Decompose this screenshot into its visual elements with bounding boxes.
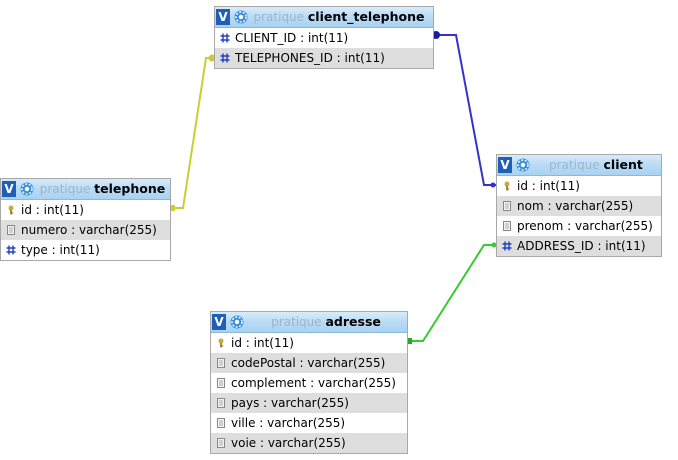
column-row[interactable]: nom : varchar(255): [497, 196, 661, 216]
column-row[interactable]: type : int(11): [1, 240, 170, 260]
text-field-icon: [503, 201, 511, 211]
table-name: adresse: [325, 314, 381, 329]
relation-telephone-start-marker: [208, 54, 216, 62]
relation-telephone-end-marker: [169, 205, 175, 211]
column-row[interactable]: codePostal : varchar(255): [211, 353, 407, 373]
hash-icon: [220, 33, 230, 43]
column-label: voie : varchar(255): [231, 436, 346, 450]
gear-icon[interactable]: [233, 9, 249, 25]
table-header[interactable]: V pratique adresse: [211, 312, 407, 333]
gear-icon[interactable]: [515, 157, 531, 173]
table-name: client: [603, 157, 643, 172]
text-field-icon: [7, 225, 15, 235]
relation-telephone-client-telephone: [171, 57, 215, 209]
relation-adresse-end-marker: [491, 242, 497, 248]
relation-client-start-marker: [432, 31, 440, 39]
column-label: id : int(11): [231, 336, 294, 350]
column-label: prenom : varchar(255): [517, 219, 653, 233]
table-client-telephone[interactable]: V pratique client_telephone CLIENT_ID : …: [214, 6, 434, 69]
db-name: pratique: [271, 315, 322, 329]
column-label: type : int(11): [21, 243, 100, 257]
hash-icon: [6, 245, 16, 255]
toggle-button[interactable]: V: [212, 314, 226, 330]
table-client[interactable]: V pratique client id : int(11) nom : var…: [496, 154, 662, 257]
column-row[interactable]: TELEPHONES_ID : int(11): [215, 48, 433, 68]
column-row[interactable]: complement : varchar(255): [211, 373, 407, 393]
table-adresse[interactable]: V pratique adresse id : int(11) codePost…: [210, 311, 408, 454]
relation-adresse-client: [408, 244, 497, 342]
text-field-icon: [217, 378, 225, 388]
column-row[interactable]: numero : varchar(255): [1, 220, 170, 240]
table-name: telephone: [94, 181, 166, 196]
column-row[interactable]: ville : varchar(255): [211, 413, 407, 433]
column-row[interactable]: ADDRESS_ID : int(11): [497, 236, 661, 256]
db-name: pratique: [39, 182, 91, 196]
table-header[interactable]: V pratique client_telephone: [215, 7, 433, 28]
key-icon: [8, 205, 14, 215]
toggle-button[interactable]: V: [498, 157, 512, 173]
text-field-icon: [217, 438, 225, 448]
column-row[interactable]: id : int(11): [1, 200, 170, 220]
gear-icon[interactable]: [229, 314, 245, 330]
db-name: pratique: [253, 10, 305, 24]
text-field-icon: [217, 418, 225, 428]
column-label: nom : varchar(255): [517, 199, 634, 213]
column-row[interactable]: id : int(11): [497, 176, 661, 196]
column-label: codePostal : varchar(255): [231, 356, 386, 370]
column-row[interactable]: id : int(11): [211, 333, 407, 353]
column-label: ville : varchar(255): [231, 416, 346, 430]
column-label: pays : varchar(255): [231, 396, 349, 410]
column-label: CLIENT_ID : int(11): [235, 31, 349, 45]
column-row[interactable]: voie : varchar(255): [211, 433, 407, 453]
relation-client-telephone-client: [434, 34, 496, 186]
key-icon: [504, 181, 510, 191]
table-name: client_telephone: [307, 9, 425, 24]
key-icon: [218, 338, 224, 348]
toggle-button[interactable]: V: [2, 181, 16, 197]
toggle-button[interactable]: V: [216, 9, 230, 25]
column-row[interactable]: prenom : varchar(255): [497, 216, 661, 236]
text-field-icon: [217, 358, 225, 368]
column-label: id : int(11): [21, 203, 84, 217]
table-header[interactable]: V pratique client: [497, 155, 661, 176]
table-header[interactable]: V pratique telephone: [1, 179, 170, 200]
column-label: TELEPHONES_ID : int(11): [235, 51, 385, 65]
hash-icon: [502, 241, 512, 251]
relation-client-end-marker: [490, 182, 496, 188]
relation-adresse-start-marker: [406, 338, 412, 344]
column-label: id : int(11): [517, 179, 580, 193]
hash-icon: [220, 53, 230, 63]
gear-icon[interactable]: [19, 181, 35, 197]
table-telephone[interactable]: V pratique telephone id : int(11) numero…: [0, 178, 171, 261]
column-label: numero : varchar(255): [21, 223, 157, 237]
column-row[interactable]: pays : varchar(255): [211, 393, 407, 413]
column-label: complement : varchar(255): [231, 376, 396, 390]
db-name: pratique: [549, 158, 600, 172]
text-field-icon: [217, 398, 225, 408]
text-field-icon: [503, 221, 511, 231]
column-label: ADDRESS_ID : int(11): [517, 239, 646, 253]
column-row[interactable]: CLIENT_ID : int(11): [215, 28, 433, 48]
